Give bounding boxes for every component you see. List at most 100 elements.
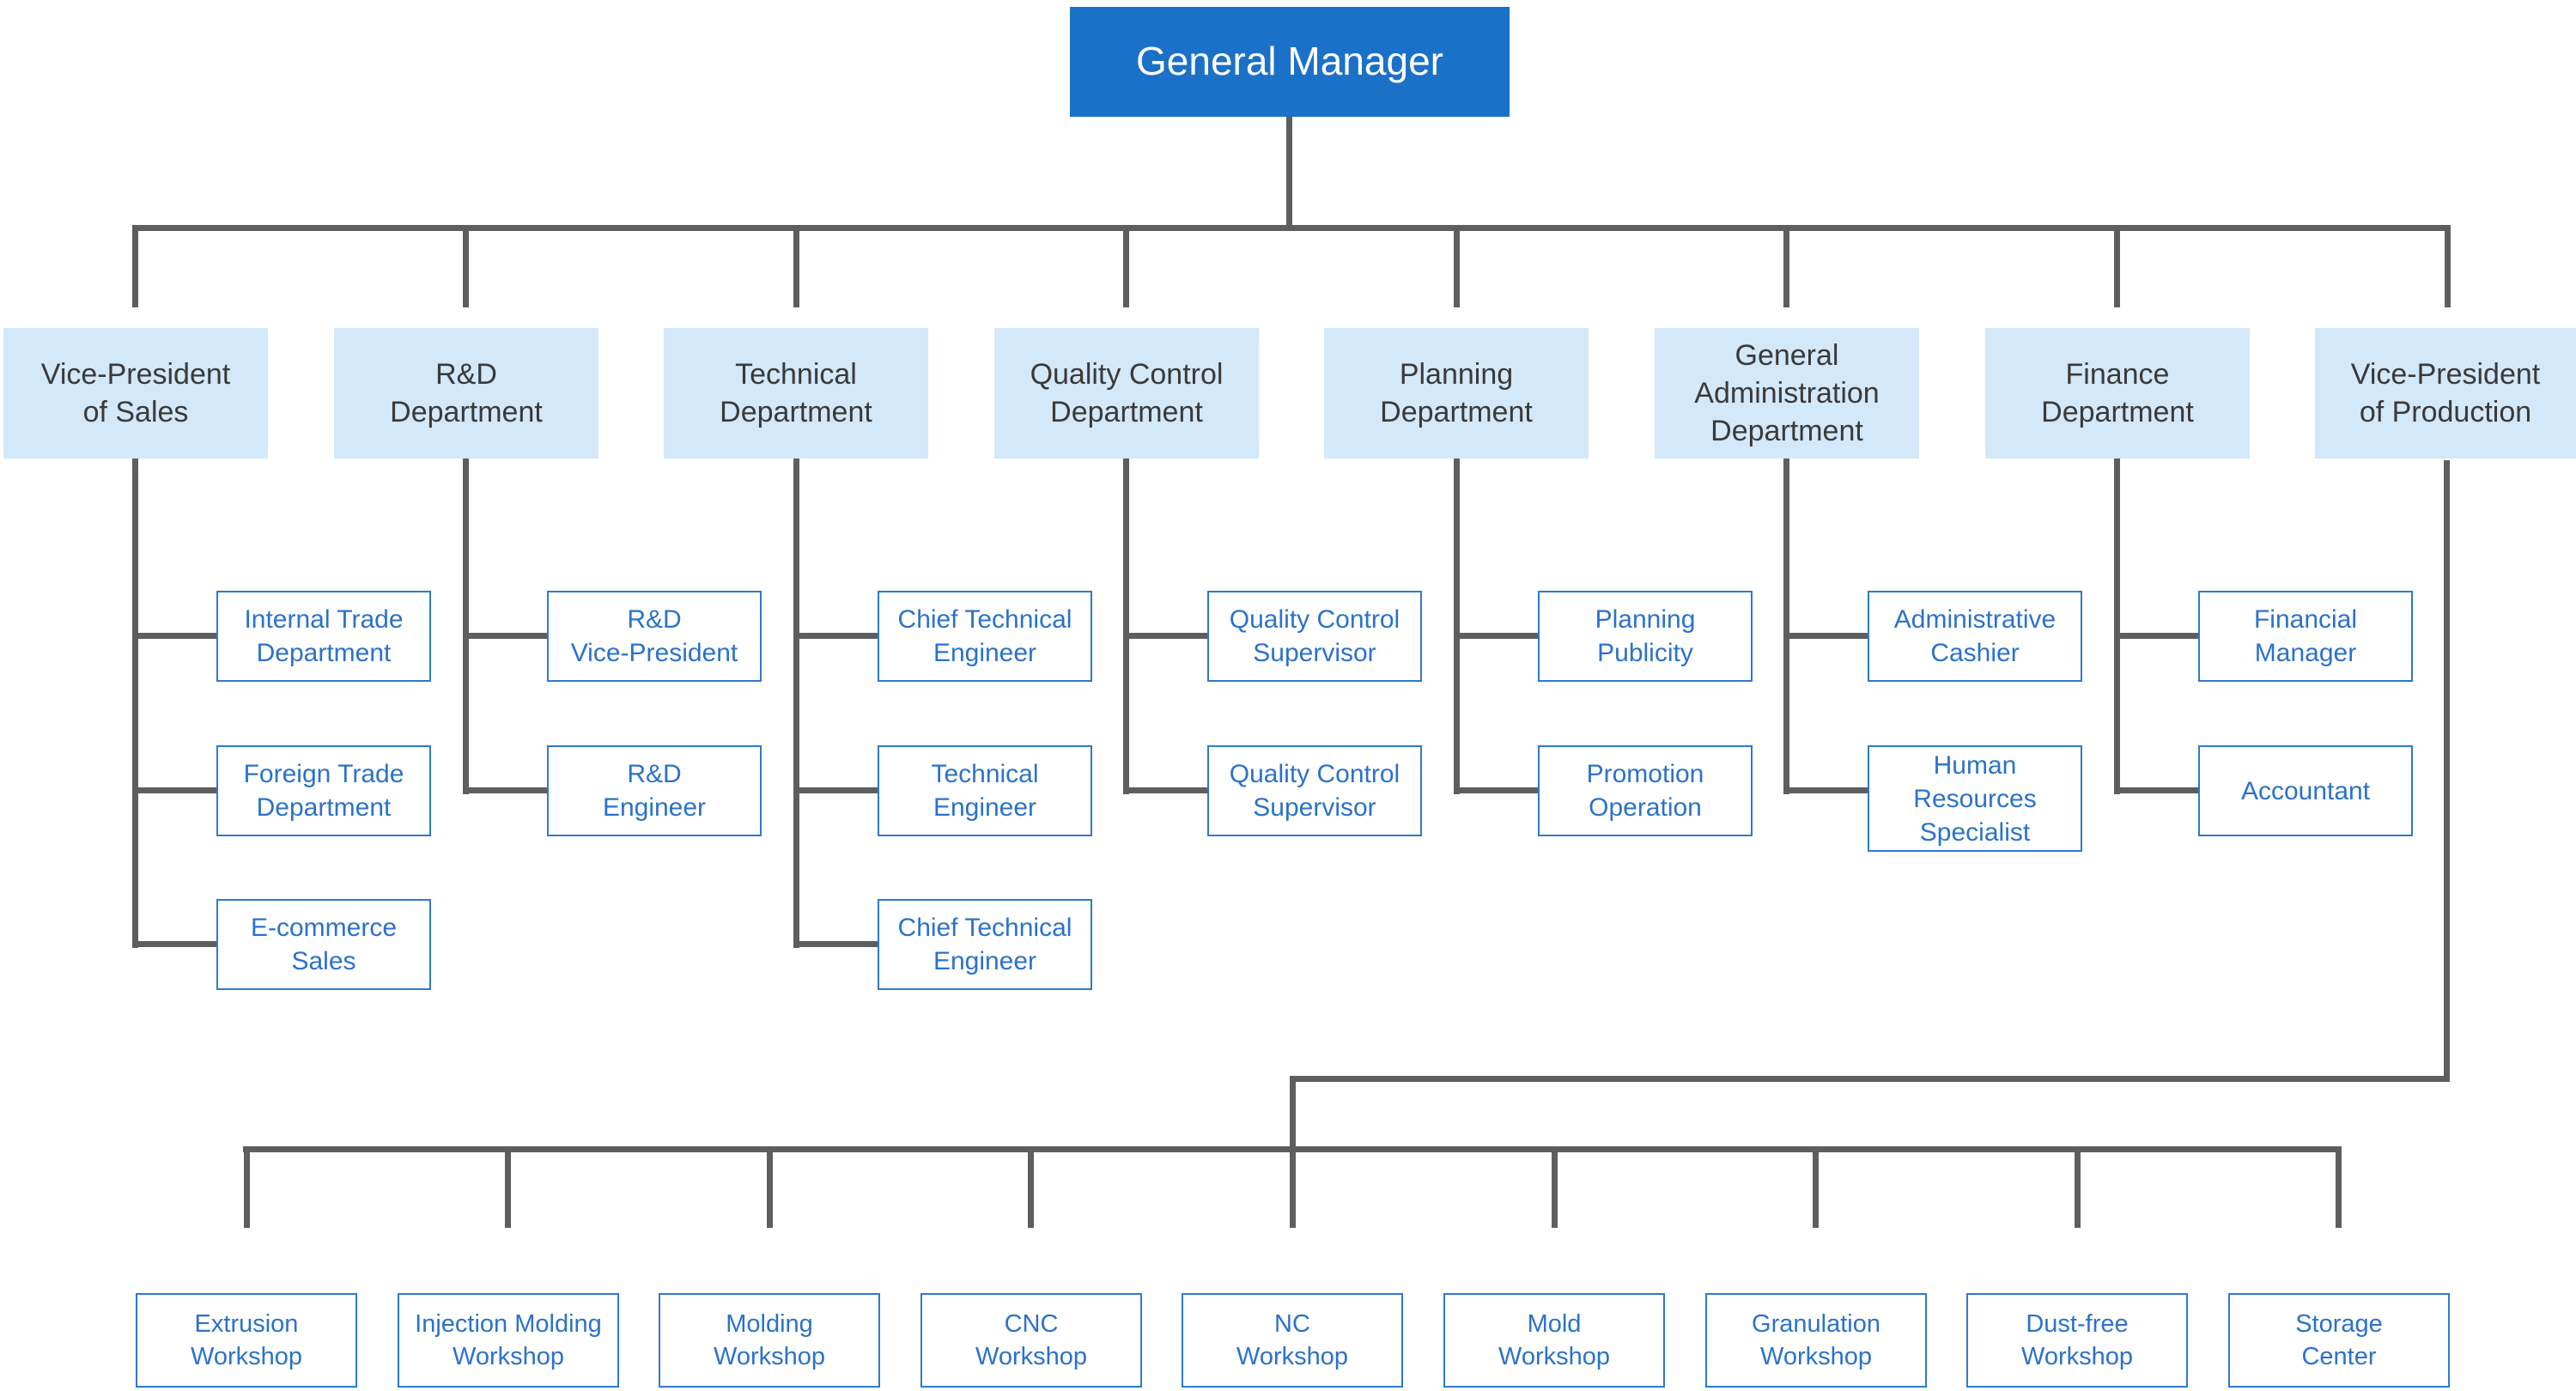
connector-dept-drop	[793, 225, 799, 307]
connector-child-stub	[1454, 633, 1538, 639]
connector-child-stub	[1123, 787, 1207, 793]
child-label: Planning Publicity	[1595, 605, 1696, 667]
connector-dept-drop	[1123, 225, 1129, 307]
root-box-general-manager: General Manager	[1070, 7, 1510, 117]
child-box-foreign-trade-department: Foreign Trade Department	[216, 745, 431, 836]
connector-root-drop	[1286, 115, 1292, 225]
connector-child-stub	[1783, 633, 1868, 639]
child-box-chief-technical-engineer-2: Chief Technical Engineer	[878, 899, 1092, 990]
child-box-administrative-cashier: Administrative Cashier	[1868, 591, 2082, 682]
child-box-planning-publicity: Planning Publicity	[1538, 591, 1753, 682]
connector-dept-drop	[2445, 225, 2451, 307]
connector-child-stub	[463, 633, 547, 639]
workshop-label: Dust-free Workshop	[2020, 1309, 2134, 1370]
root-label: General Manager	[1136, 39, 1443, 84]
child-box-quality-control-supervisor-2: Quality Control Supervisor	[1207, 745, 1422, 836]
child-label: Accountant	[2240, 776, 2371, 805]
child-box-quality-control-supervisor-1: Quality Control Supervisor	[1207, 591, 1422, 682]
child-box-financial-manager: Financial Manager	[2198, 591, 2413, 682]
child-label: E-commerce Sales	[250, 914, 398, 975]
child-label: Foreign Trade Department	[243, 760, 404, 822]
child-label: Chief Technical Engineer	[897, 914, 1072, 975]
dept-label: Finance Department	[2041, 357, 2194, 428]
child-label: Internal Trade Department	[244, 605, 404, 667]
connector-dept-drop	[1454, 225, 1460, 307]
dept-box-rd-department: R&D Department	[334, 328, 598, 459]
connector-subtree-vertical	[1123, 459, 1129, 794]
dept-box-vice-president-of-production: Vice-President of Production	[2315, 328, 2576, 459]
workshop-label: Mold Workshop	[1498, 1309, 1611, 1370]
connector-dept-drop	[463, 225, 469, 307]
connector-workshop-drop	[1813, 1152, 1819, 1228]
connector-workshop-drop	[505, 1152, 511, 1228]
workshop-box-cnc: CNC Workshop	[920, 1293, 1142, 1388]
connector-top-bus	[132, 225, 2451, 231]
connector-dept-drop	[2114, 225, 2120, 307]
dept-box-general-administration-department: General Administration Department	[1655, 328, 1919, 459]
child-label: R&D Vice-President	[570, 605, 738, 667]
child-label: Quality Control Supervisor	[1229, 760, 1400, 822]
connector-dept-drop	[132, 225, 138, 307]
connector-dept-drop	[1783, 225, 1789, 307]
child-box-promotion-operation: Promotion Operation	[1538, 745, 1753, 836]
workshop-label: Molding Workshop	[713, 1309, 826, 1370]
connector-subtree-vertical	[1454, 459, 1460, 794]
dept-label: Planning Department	[1380, 357, 1533, 428]
child-box-rd-engineer: R&D Engineer	[547, 745, 762, 836]
connector-child-stub	[1123, 633, 1207, 639]
connector-child-stub	[463, 787, 547, 793]
connector-subtree-vertical	[463, 459, 469, 794]
connector-production-elbow	[1290, 1076, 1296, 1152]
workshop-box-granulation: Granulation Workshop	[1705, 1293, 1927, 1388]
child-box-human-resources-specialist: Human Resources Specialist	[1868, 745, 2082, 852]
connector-child-stub	[132, 633, 216, 639]
child-box-accountant: Accountant	[2198, 745, 2413, 836]
dept-box-planning-department: Planning Department	[1324, 328, 1589, 459]
dept-label: R&D Department	[390, 357, 543, 428]
dept-box-technical-department: Technical Department	[664, 328, 928, 459]
child-label: R&D Engineer	[602, 760, 707, 822]
connector-workshop-drop	[1028, 1152, 1034, 1228]
connector-workshop-drop	[2336, 1152, 2342, 1228]
connector-production-horizontal	[1290, 1076, 2450, 1082]
connector-child-stub	[132, 941, 216, 947]
child-box-chief-technical-engineer-1: Chief Technical Engineer	[878, 591, 1092, 682]
child-label: Administrative Cashier	[1893, 605, 2057, 667]
connector-workshop-drop	[2075, 1152, 2081, 1228]
child-label: Quality Control Supervisor	[1229, 605, 1400, 667]
workshop-box-storage-center: Storage Center	[2228, 1293, 2450, 1388]
child-box-rd-vice-president: R&D Vice-President	[547, 591, 762, 682]
connector-child-stub	[1454, 787, 1538, 793]
dept-label: Technical Department	[720, 357, 872, 428]
connector-child-stub	[1783, 787, 1868, 793]
workshop-label: NC Workshop	[1236, 1309, 1349, 1370]
connector-child-stub	[793, 941, 878, 947]
dept-box-vice-president-of-sales: Vice-President of Sales	[3, 328, 268, 459]
child-label: Human Resources Specialist	[1913, 750, 2037, 847]
workshop-label: Injection Molding Workshop	[415, 1309, 602, 1370]
connector-child-stub	[793, 633, 878, 639]
workshop-label: Granulation Workshop	[1752, 1309, 1880, 1370]
workshop-box-mold: Mold Workshop	[1443, 1293, 1665, 1388]
workshop-box-injection-molding: Injection Molding Workshop	[398, 1293, 619, 1388]
dept-box-quality-control-department: Quality Control Department	[994, 328, 1259, 459]
child-label: Financial Manager	[2253, 605, 2358, 667]
child-label: Technical Engineer	[931, 760, 1039, 822]
connector-workshop-drop	[767, 1152, 773, 1228]
child-label: Promotion Operation	[1586, 760, 1704, 822]
connector-production-vertical	[2444, 460, 2450, 1082]
workshop-box-nc: NC Workshop	[1182, 1293, 1403, 1388]
connector-child-stub	[132, 787, 216, 793]
dept-box-finance-department: Finance Department	[1985, 328, 2250, 459]
workshop-label: CNC Workshop	[975, 1309, 1088, 1370]
workshop-label: Storage Center	[2295, 1309, 2383, 1370]
dept-label: General Administration Department	[1694, 338, 1880, 448]
child-box-technical-engineer: Technical Engineer	[878, 745, 1092, 836]
connector-workshop-drop	[244, 1152, 250, 1228]
dept-label: Vice-President of Production	[2350, 357, 2541, 428]
connector-subtree-vertical	[2114, 459, 2120, 794]
connector-subtree-vertical	[793, 459, 799, 948]
connector-subtree-vertical	[1783, 459, 1789, 794]
connector-child-stub	[793, 787, 878, 793]
